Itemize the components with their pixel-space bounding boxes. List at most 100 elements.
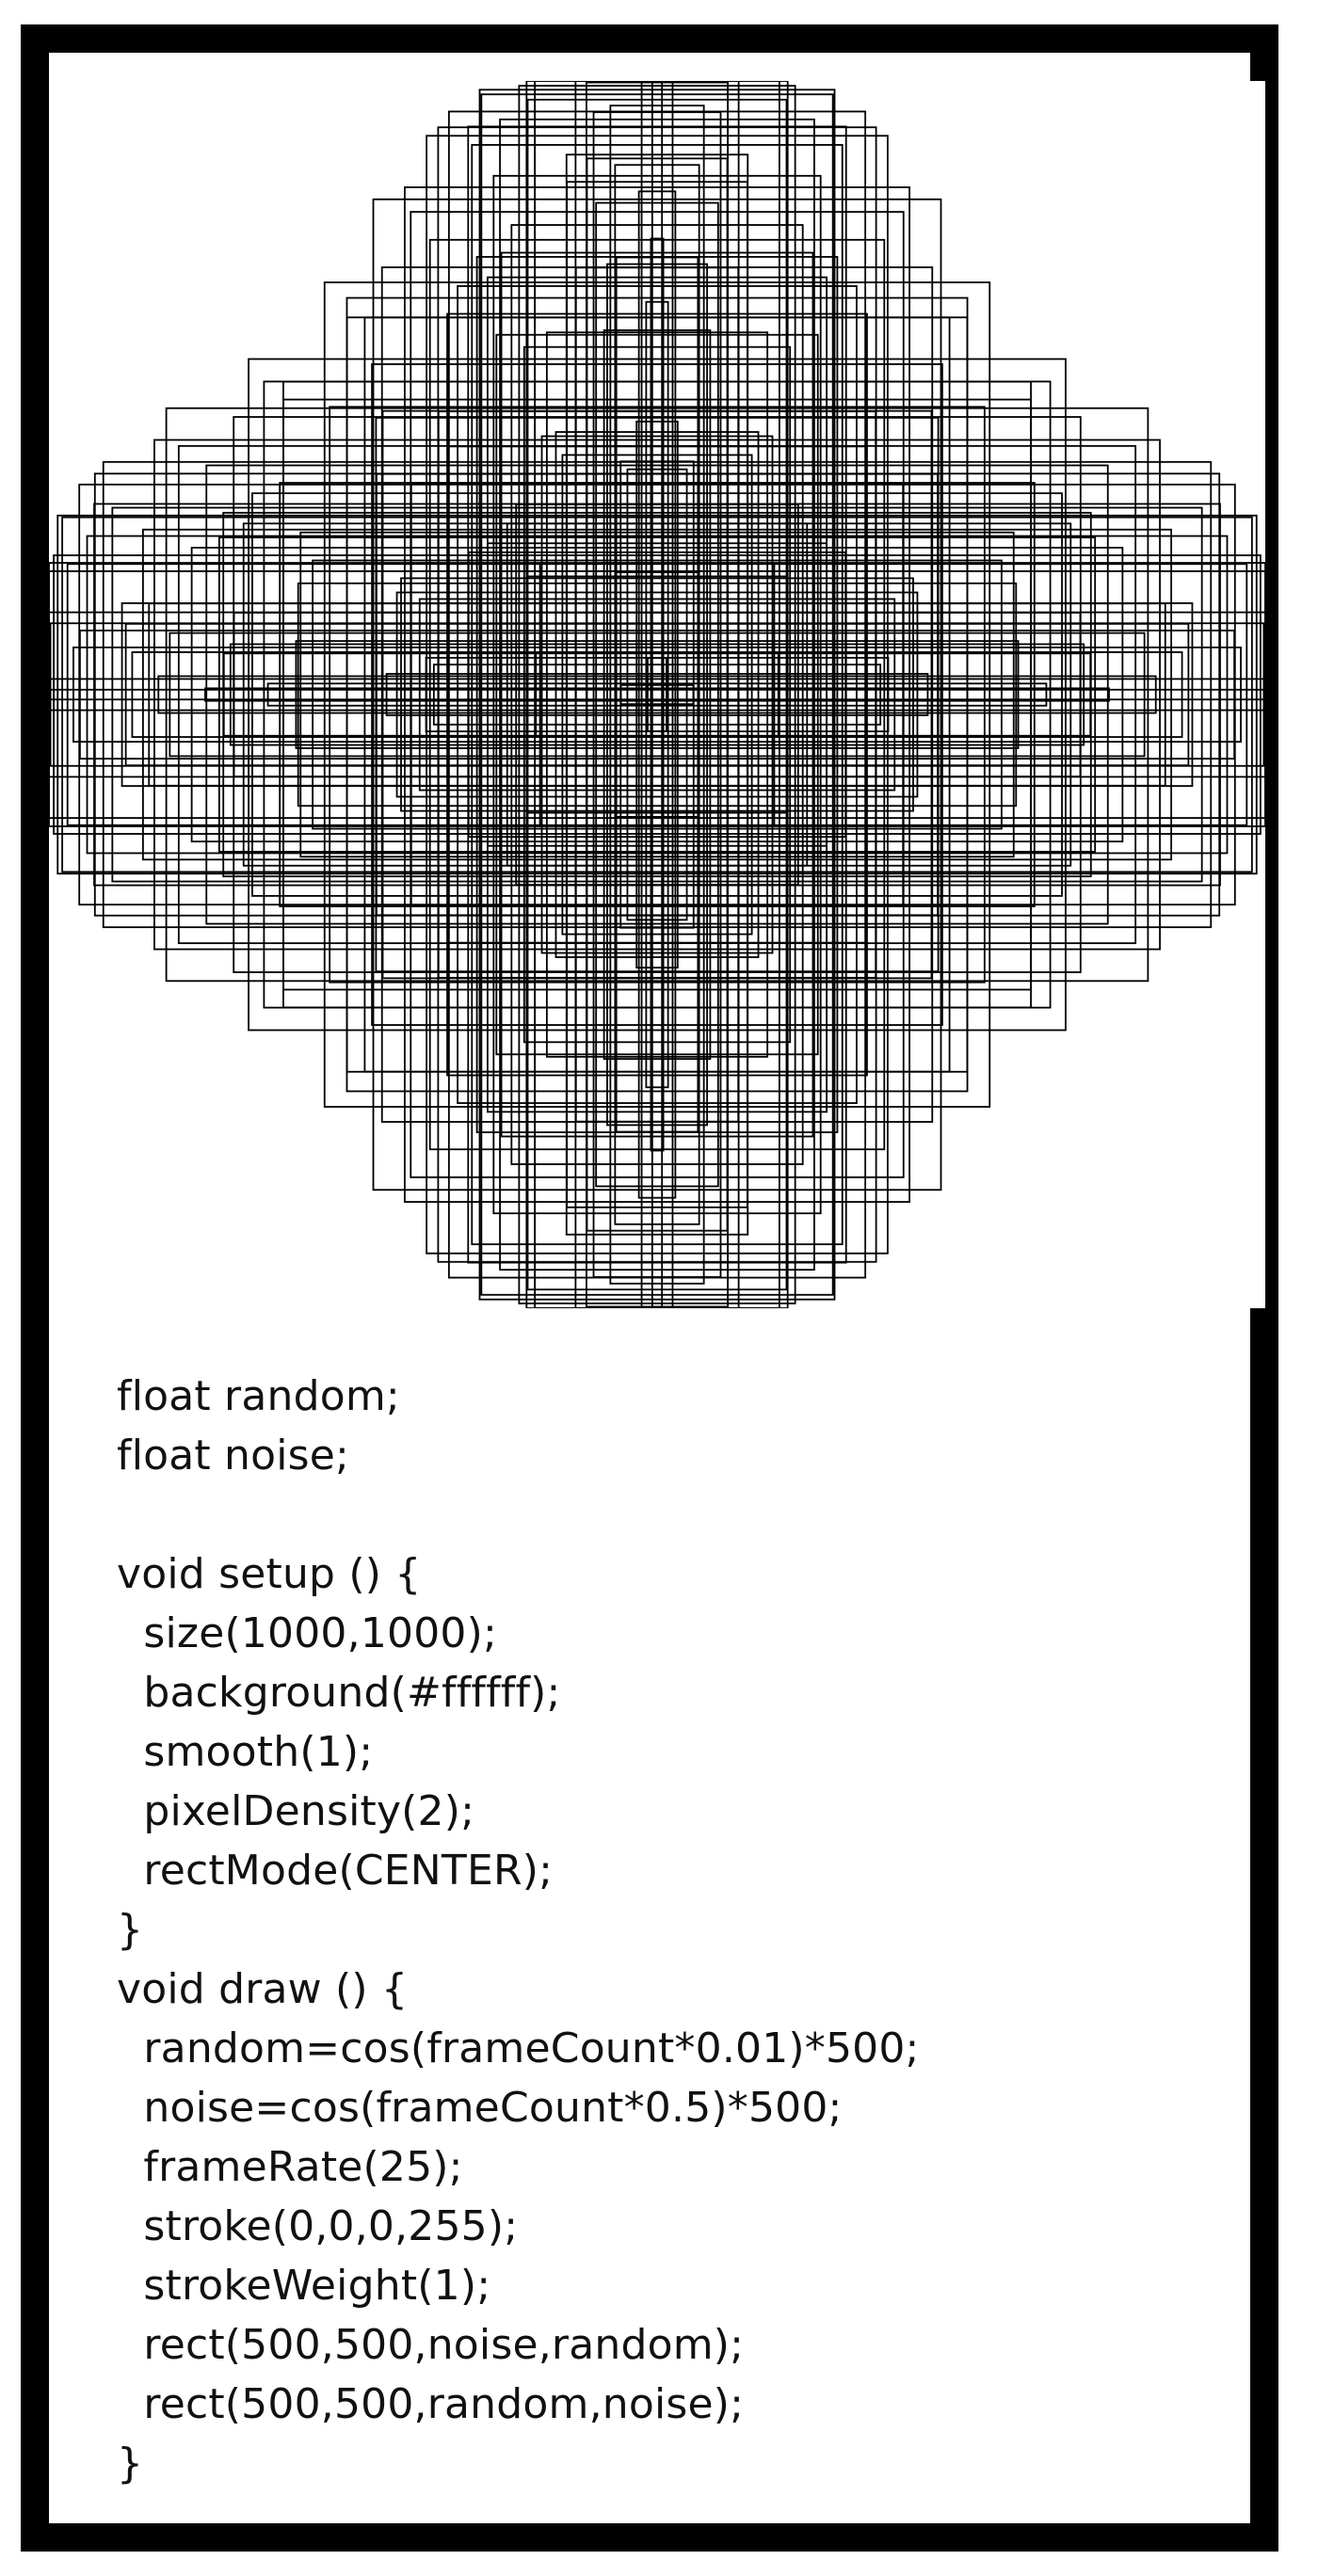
- art-rect-random-noise: [606, 263, 708, 1127]
- art-rect-random-noise: [545, 331, 769, 1058]
- art-rect-noise-random: [540, 435, 774, 954]
- code-line: pixelDensity(2);: [117, 1787, 475, 1835]
- art-rect-random-noise: [141, 528, 1173, 861]
- art-rect-noise-random: [233, 612, 1082, 777]
- art-rect-noise-random: [522, 345, 792, 1044]
- art-rect-noise-random: [480, 93, 834, 1296]
- art-rect-random-noise: [515, 503, 799, 887]
- art-rect-noise-random: [510, 224, 804, 1165]
- code-line: smooth(1);: [117, 1728, 374, 1776]
- art-rect-random-noise: [381, 409, 933, 980]
- art-rect-random-noise: [555, 431, 760, 958]
- code-line: random=cos(frameCount*0.01)*500;: [117, 2024, 920, 2072]
- art-rect-random-noise: [72, 646, 1242, 744]
- art-rect-random-noise: [525, 575, 789, 814]
- art-rect-random-noise: [566, 181, 748, 1208]
- art-rect-random-noise: [495, 333, 819, 1056]
- art-rect-noise-random: [446, 445, 868, 944]
- art-center-rect: [619, 460, 695, 929]
- art-rect-noise-random: [471, 144, 844, 1245]
- art-rect-random-noise: [177, 444, 1137, 945]
- art-rect-noise-random: [499, 118, 815, 1272]
- art-rect-noise-random: [148, 602, 1166, 787]
- code-line: frameRate(25);: [117, 2143, 463, 2191]
- art-rect-noise-random: [380, 266, 934, 1123]
- art-rect-random-noise: [410, 482, 905, 907]
- art-rect-noise-random: [169, 632, 1146, 758]
- art-center-rect: [637, 190, 677, 1199]
- art-rect-random-noise: [49, 569, 1265, 820]
- art-rect-random-noise: [111, 506, 1203, 883]
- art-rect-random-noise: [487, 276, 828, 1113]
- art-rect-random-noise: [312, 559, 1003, 830]
- art-rect-noise-random: [432, 664, 882, 726]
- art-rect-noise-random: [492, 174, 822, 1215]
- art-rect-noise-random: [603, 328, 712, 1061]
- code-line: }: [117, 2440, 144, 2488]
- art-rect-noise-random: [124, 622, 1190, 767]
- art-rect-random-noise: [586, 157, 729, 1232]
- art-rect-random-noise: [49, 611, 1265, 778]
- art-rect-random-noise: [475, 256, 839, 1133]
- artwork-canvas: [49, 81, 1265, 1308]
- art-rect-noise-random: [500, 251, 814, 1138]
- code-line: void draw () {: [117, 1965, 409, 2013]
- art-rect-noise-random: [372, 198, 942, 1192]
- art-rect-random-noise: [279, 482, 1036, 907]
- art-rect-noise-random: [385, 673, 929, 716]
- art-rect-random-noise: [61, 516, 1253, 873]
- art-rect-noise-random: [487, 542, 828, 847]
- art-rect-random-noise: [428, 238, 886, 1151]
- art-rect-random-noise: [574, 266, 740, 1123]
- code-line: rectMode(CENTER);: [117, 1847, 554, 1895]
- art-rect-random-noise: [56, 514, 1258, 875]
- art-rect-noise-random: [222, 652, 1092, 737]
- art-center-rect: [645, 300, 669, 1089]
- art-rect-noise-random: [222, 511, 1092, 878]
- rect-sweep-artwork: [49, 81, 1265, 1308]
- art-rect-noise-random: [376, 472, 939, 917]
- art-rect-noise-random: [282, 380, 1032, 1009]
- art-rect-random-noise: [86, 535, 1229, 855]
- art-rect-noise-random: [640, 81, 674, 1308]
- art-rect-random-noise: [635, 420, 679, 969]
- art-center-rect: [157, 675, 1157, 714]
- art-rect-random-noise: [233, 416, 1082, 973]
- art-rect-noise-random: [650, 237, 665, 1152]
- art-rect-random-noise: [204, 687, 1110, 702]
- art-rect-noise-random: [538, 562, 776, 827]
- art-rect-random-noise: [329, 406, 986, 984]
- art-rect-random-noise: [248, 358, 1067, 1032]
- code-line: background(#ffffff);: [117, 1669, 561, 1717]
- art-rect-noise-random: [561, 454, 753, 936]
- code-line: }: [117, 1906, 144, 1954]
- art-center-rect: [651, 81, 664, 1308]
- art-rect-noise-random: [297, 582, 1018, 808]
- art-center-rect: [425, 656, 890, 733]
- code-line: rect(500,500,noise,random);: [117, 2321, 745, 2369]
- art-rect-noise-random: [574, 81, 740, 1308]
- art-rect-noise-random: [478, 88, 836, 1301]
- art-rect-noise-random: [205, 464, 1109, 925]
- art-rect-noise-random: [609, 104, 705, 1285]
- art-rect-noise-random: [299, 531, 1015, 858]
- code-line: size(1000,1000);: [117, 1609, 497, 1657]
- art-rect-noise-random: [93, 503, 1221, 887]
- art-rect-random-noise: [49, 678, 1265, 712]
- art-rect-random-noise: [400, 577, 914, 812]
- art-rect-random-noise: [437, 410, 877, 979]
- art-rect-random-noise: [165, 407, 1149, 983]
- art-rect-noise-random: [410, 211, 905, 1178]
- art-rect-random-noise: [595, 201, 719, 1188]
- art-rect-noise-random: [251, 492, 1063, 897]
- art-rect-random-noise: [346, 316, 969, 1073]
- art-rect-random-noise: [153, 439, 1161, 951]
- code-line: strokeWeight(1);: [117, 2262, 491, 2310]
- art-rect-random-noise: [506, 522, 809, 867]
- art-rect-random-noise: [53, 554, 1262, 835]
- code-line: [117, 1485, 1228, 1544]
- art-rect-noise-random: [518, 85, 796, 1304]
- art-rect-noise-random: [467, 551, 847, 839]
- art-center-rect: [49, 688, 1265, 701]
- art-rect-random-noise: [467, 125, 847, 1264]
